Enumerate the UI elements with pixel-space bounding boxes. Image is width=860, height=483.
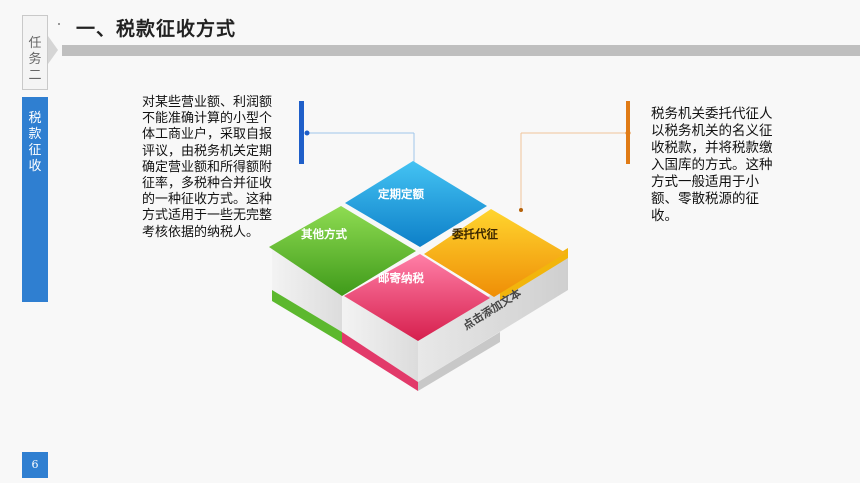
- task-char: 任: [28, 36, 42, 51]
- task-char: 二: [28, 68, 42, 83]
- tile-bottom[interactable]: [344, 254, 490, 341]
- tile-bottom-label: 邮寄纳税: [378, 271, 424, 285]
- title-underline-bar: [62, 45, 860, 56]
- task-label: 任 务 二: [22, 15, 48, 90]
- title-chevron-icon: [48, 36, 58, 64]
- tile-right[interactable]: [424, 209, 566, 297]
- right-description[interactable]: 税务机关委托代征人以税务机关的名义征收税款，并将税款缴入国库的方式。这种方式一般…: [651, 106, 773, 224]
- left-connector-dot: [304, 130, 310, 136]
- pedestal-front-pink-edge: [342, 332, 418, 391]
- page-number: 6: [22, 452, 48, 478]
- topic-char: 税: [28, 111, 42, 126]
- pedestal-right-side: [418, 248, 568, 382]
- topic-char: 收: [28, 159, 42, 174]
- tile-right-label: 委托代征: [451, 227, 498, 241]
- pedestal-front-left: [342, 289, 418, 382]
- task-char: 务: [28, 52, 42, 67]
- right-connector-dot: [625, 130, 631, 136]
- left-description[interactable]: 对某些营业额、利润额不能准确计算的小型个体工商业户，采取自报评议，由税务机关定期…: [142, 95, 273, 240]
- tile-left[interactable]: [269, 206, 416, 296]
- left-accent-bar: [299, 101, 304, 164]
- topic-char: 款: [28, 127, 42, 142]
- title-dot: [58, 23, 60, 25]
- slide-title: 一、税款征收方式: [76, 18, 237, 40]
- pedestal-left-green-edge: [272, 290, 342, 343]
- right-tile-dot: [519, 208, 523, 212]
- tile-top[interactable]: [345, 161, 487, 247]
- topic-char: 征: [28, 143, 42, 158]
- tile-left-label: 其他方式: [301, 227, 347, 241]
- pedestal-left-side: [272, 246, 342, 332]
- pedestal-right-under: [418, 332, 500, 391]
- topic-label: 税 款 征 收: [22, 97, 48, 302]
- tile-top-label: 定期定额: [378, 187, 424, 201]
